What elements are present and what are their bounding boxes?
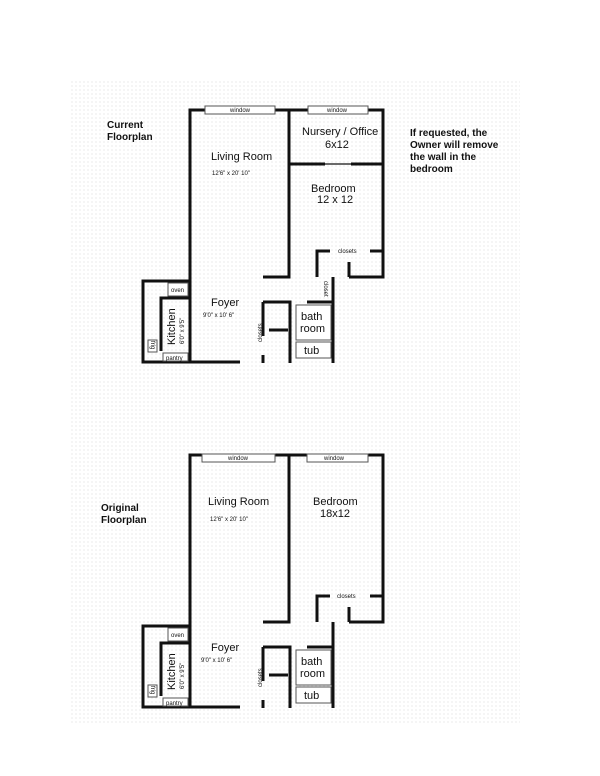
- svg-text:bath: bath: [301, 311, 322, 323]
- svg-text:closets: closets: [258, 323, 264, 342]
- svg-text:6'0" x 9'5": 6'0" x 9'5": [180, 663, 186, 689]
- oven: [167, 627, 189, 642]
- svg-text:closets: closets: [337, 594, 356, 600]
- svg-text:bedroom: bedroom: [410, 164, 453, 175]
- original-floorplan: Original Floorplan window window Living …: [101, 453, 385, 709]
- svg-text:12'6" x 20' 10": 12'6" x 20' 10": [212, 171, 250, 177]
- room-label-living: Living Room: [211, 151, 272, 163]
- svg-text:6x12: 6x12: [325, 139, 349, 151]
- scan-texture: [70, 80, 520, 725]
- svg-text:closet: closet: [322, 281, 328, 297]
- pantry: [162, 697, 189, 707]
- svg-text:12 x 12: 12 x 12: [317, 194, 353, 206]
- room-label-bedroom: Bedroom: [313, 496, 358, 508]
- svg-text:12'6" x 20' 10": 12'6" x 20' 10": [210, 517, 248, 523]
- svg-text:oven: oven: [171, 633, 184, 639]
- svg-text:window: window: [227, 456, 249, 462]
- svg-text:18x12: 18x12: [320, 508, 350, 520]
- svg-text:window: window: [323, 456, 345, 462]
- svg-text:closets: closets: [258, 668, 264, 687]
- svg-text:room: room: [300, 323, 325, 335]
- room-label-kitchen: Kitchen: [166, 308, 178, 345]
- current-floorplan: Current Floorplan If requested, the Owne…: [107, 105, 499, 364]
- svg-text:9'0" x 10' 6": 9'0" x 10' 6": [203, 313, 234, 319]
- window: [307, 105, 369, 115]
- walls: [141, 108, 385, 364]
- current-title: Current: [107, 120, 144, 131]
- svg-text:frig: frig: [149, 341, 155, 349]
- window: [204, 105, 276, 115]
- window: [201, 453, 276, 463]
- walls: [141, 453, 385, 709]
- svg-text:9'0" x 10' 6": 9'0" x 10' 6": [201, 658, 232, 664]
- svg-text:pantry: pantry: [166, 701, 183, 707]
- room-label-bedroom: Bedroom: [311, 183, 356, 195]
- svg-text:the wall in the: the wall in the: [410, 152, 477, 163]
- original-title-2: Floorplan: [101, 515, 147, 526]
- current-title-2: Floorplan: [107, 132, 153, 143]
- svg-text:frig: frig: [149, 686, 155, 694]
- tub: [295, 686, 332, 704]
- svg-text:oven: oven: [171, 288, 184, 294]
- room-label-kitchen: Kitchen: [166, 653, 178, 690]
- svg-text:bath: bath: [301, 656, 322, 668]
- fridge: [147, 684, 158, 698]
- svg-text:tub: tub: [304, 690, 319, 702]
- room-label-nursery: Nursery / Office: [302, 126, 378, 138]
- fridge: [147, 339, 158, 353]
- svg-text:pantry: pantry: [166, 356, 183, 362]
- window: [306, 453, 369, 463]
- svg-text:window: window: [229, 108, 251, 114]
- svg-text:6'0" x 9'5": 6'0" x 9'5": [180, 318, 186, 344]
- svg-text:Owner will remove: Owner will remove: [410, 140, 499, 151]
- svg-text:tub: tub: [304, 345, 319, 357]
- pantry: [162, 352, 189, 362]
- room-label-living: Living Room: [208, 496, 269, 508]
- svg-text:closets: closets: [338, 249, 357, 255]
- bathroom: [295, 649, 332, 686]
- room-label-foyer: Foyer: [211, 642, 239, 654]
- room-label-foyer: Foyer: [211, 297, 239, 309]
- owner-note: If requested, the Owner will remove the …: [410, 128, 499, 175]
- tub: [295, 341, 332, 359]
- bathroom: [295, 304, 332, 341]
- original-title: Original: [101, 503, 139, 514]
- svg-text:If requested, the: If requested, the: [410, 128, 488, 139]
- svg-text:window: window: [326, 108, 348, 114]
- svg-text:room: room: [300, 668, 325, 680]
- oven: [167, 282, 189, 297]
